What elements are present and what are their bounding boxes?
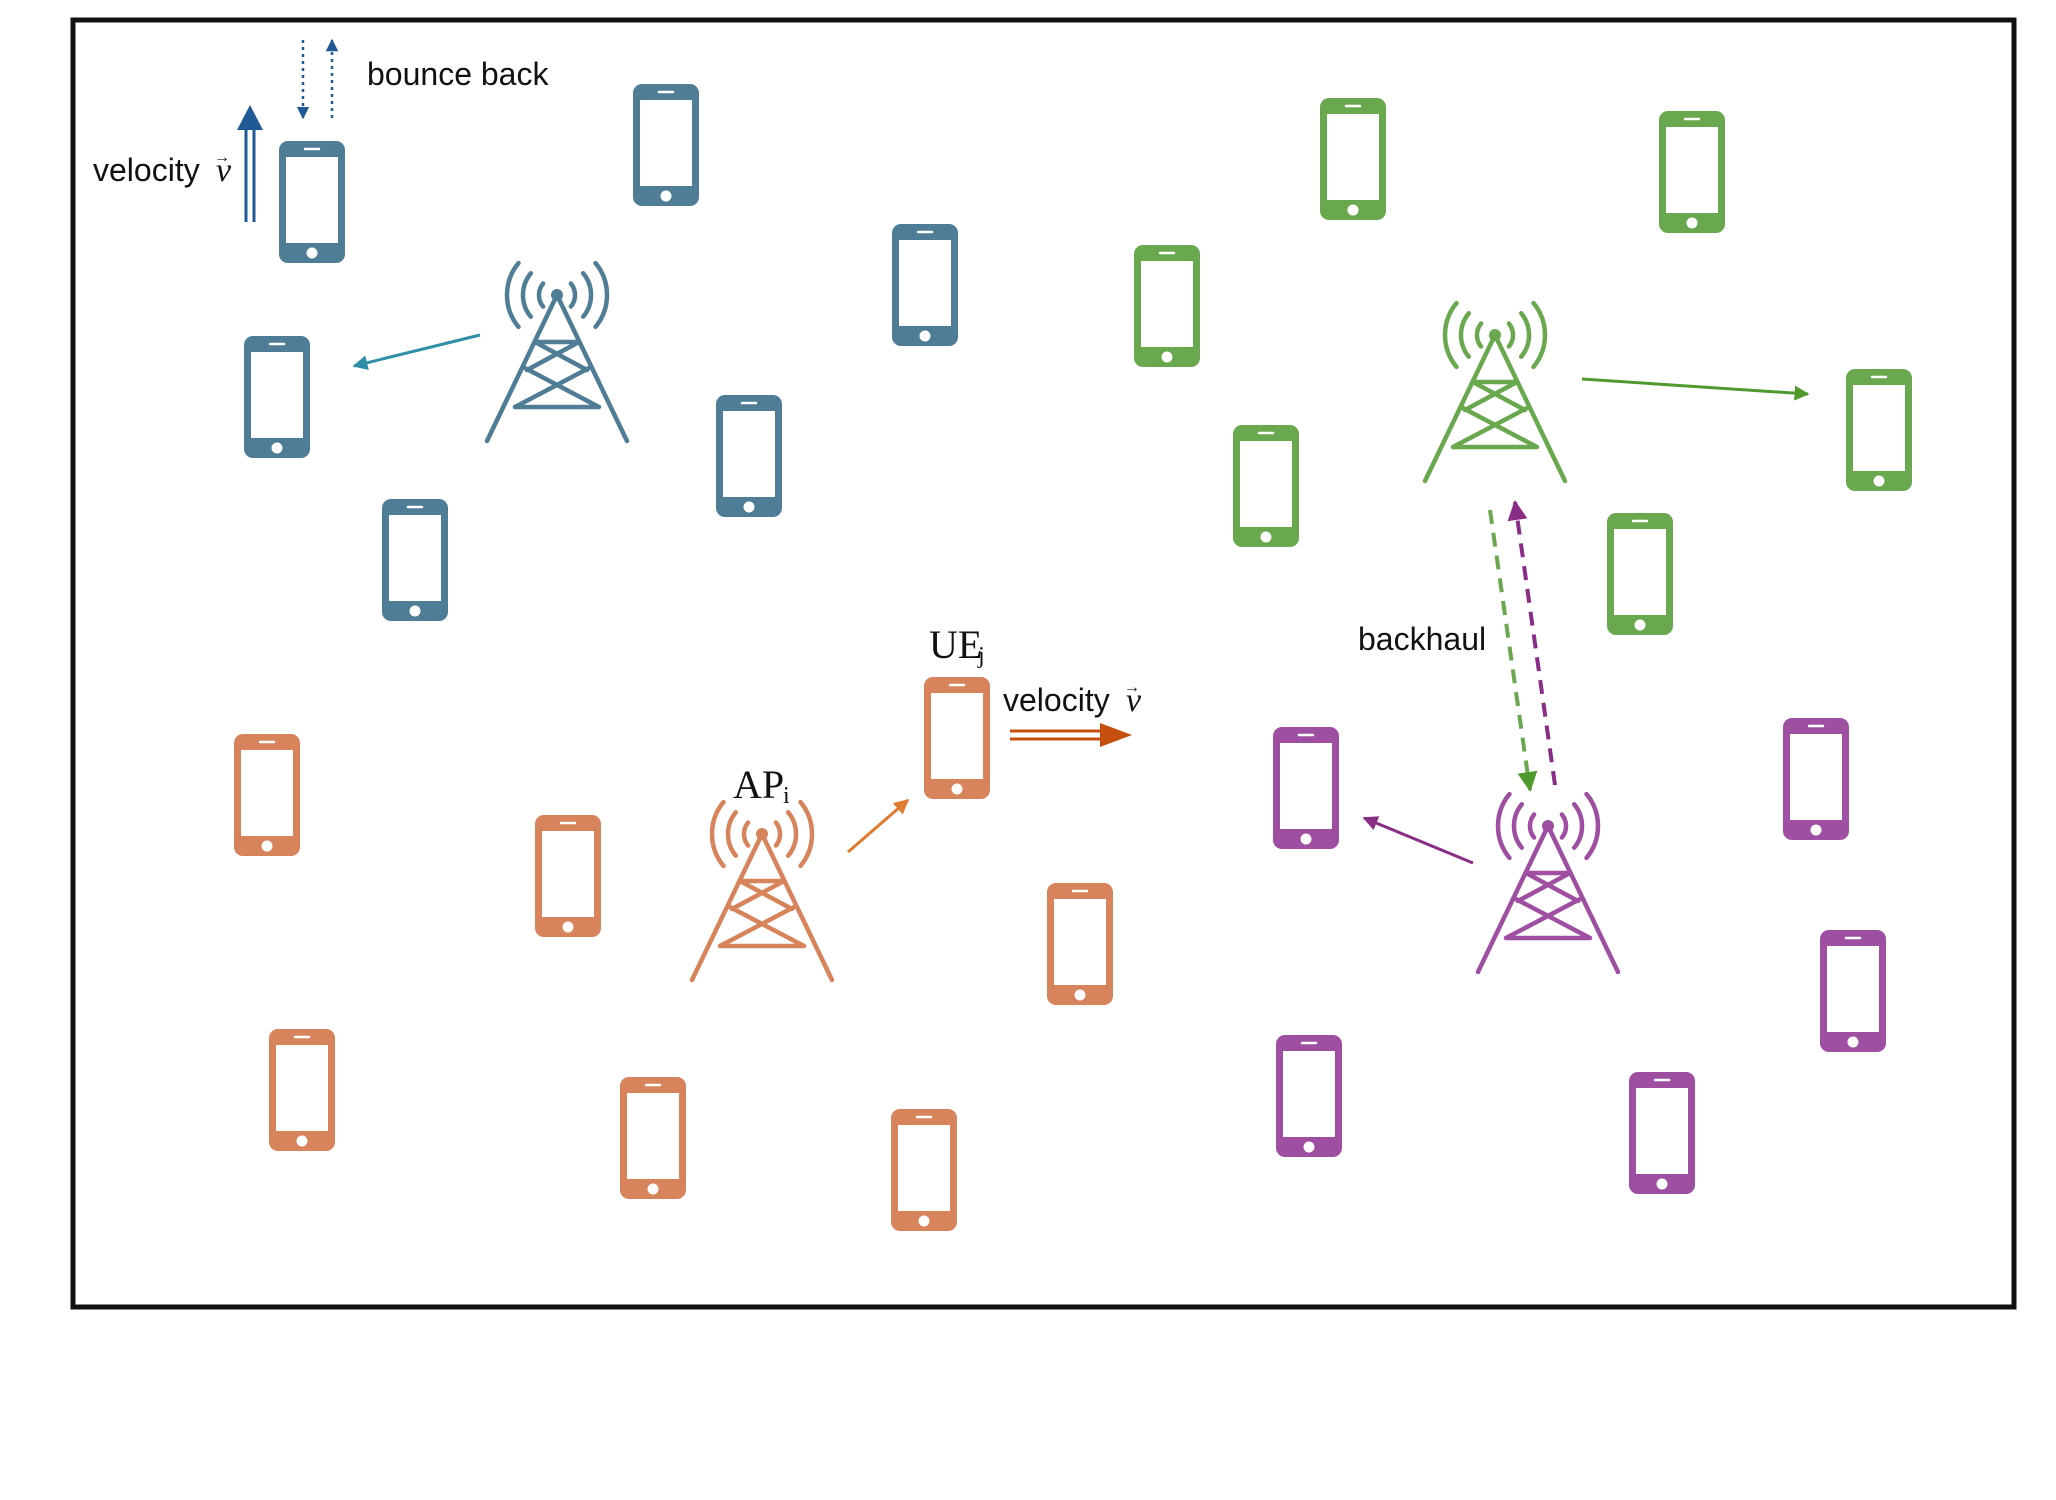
green-smartphone-icon [1320,98,1386,220]
backhaul-green-arrow [1488,509,1538,792]
velocity-label-top: velocity v → [93,149,232,189]
orange-smartphone-icon [620,1077,686,1199]
ap-label: AP i [733,762,790,809]
orange-smartphone-icon [535,815,601,937]
backhaul-purple-arrow [1507,500,1557,786]
blue-smartphone-icon [633,84,699,206]
green-smartphone-icon [1134,245,1200,367]
orange-smartphone-icon [924,677,990,799]
purple-smartphone-icon [1820,930,1886,1052]
green-smartphone-icon [1659,111,1725,233]
ap-label-sub: i [783,783,790,809]
orange-smartphone-icon [269,1029,335,1151]
vector-v-top: v [216,152,232,189]
orange-downlink-arrow [847,798,910,854]
ue-label-sub: j [977,643,985,669]
blue-smartphone-icon [279,141,345,263]
purple-smartphone-icon [1273,727,1339,849]
velocity-label-ue: velocity v → [1003,679,1142,719]
velocity-word-top: velocity [93,152,200,188]
blue-smartphone-icon [244,336,310,458]
orange-smartphone-icon [234,734,300,856]
green-downlink-arrow [1581,377,1810,401]
blue-smartphone-icon [892,224,958,346]
vector-v-ue: v [1126,682,1142,719]
purple-cell-tower-icon [1475,791,1621,975]
purple-downlink-arrow [1362,816,1474,865]
blue-downlink-arrow [352,333,481,371]
green-smartphone-icon [1607,513,1673,635]
vector-arrow-top: → [214,149,230,166]
purple-smartphone-icon [1276,1035,1342,1157]
blue-smartphone-icon [716,395,782,517]
purple-smartphone-icon [1629,1072,1695,1194]
ue-label: UE j [929,622,985,669]
vector-arrow-ue: → [1124,679,1140,696]
green-cell-tower-icon [1422,300,1568,484]
velocity-word-ue: velocity [1003,682,1110,718]
bounce-back-label: bounce back [367,56,549,92]
orange-cell-tower-icon [689,799,835,983]
user-equipment-layer [234,84,1912,1231]
purple-smartphone-icon [1783,718,1849,840]
green-smartphone-icon [1846,369,1912,491]
blue-smartphone-icon [382,499,448,621]
ue-label-main: UE [929,622,982,667]
horizontal-velocity-arrow [1010,723,1132,747]
green-smartphone-icon [1233,425,1299,547]
orange-smartphone-icon [1047,883,1113,1005]
diagram-frame [70,17,2017,1310]
blue-cell-tower-icon [484,260,630,444]
vertical-velocity-arrow [237,105,263,222]
ap-label-main: AP [733,762,784,807]
access-point-layer [484,260,1621,983]
backhaul-label: backhaul [1358,621,1486,657]
orange-smartphone-icon [891,1109,957,1231]
